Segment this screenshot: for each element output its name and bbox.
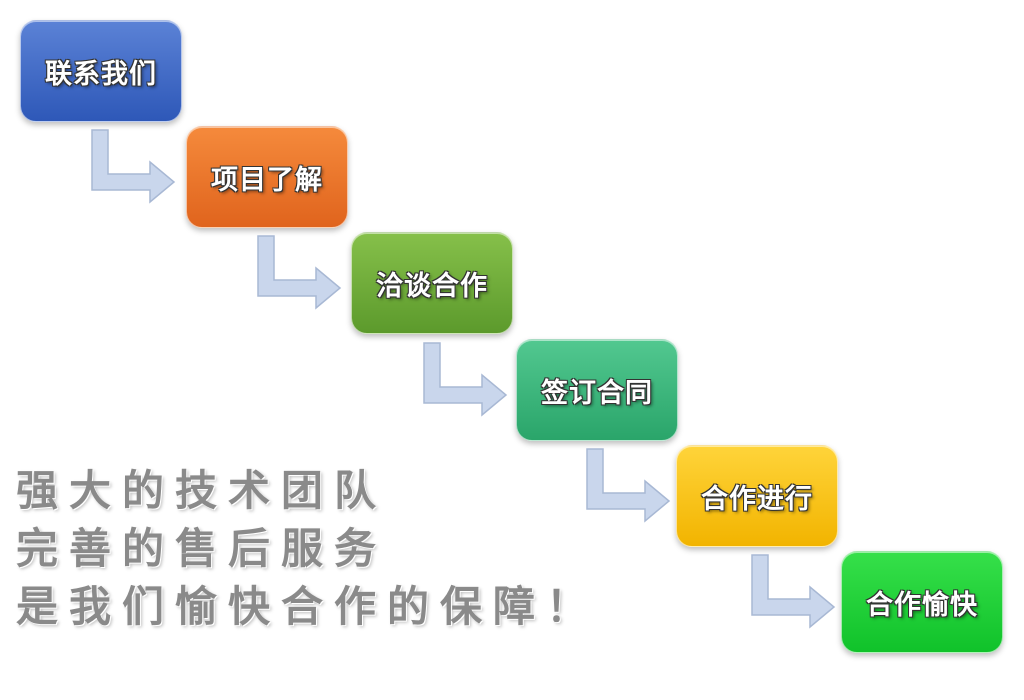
connector-arrow-icon — [257, 235, 342, 310]
step-project-understanding: 项目了解 — [186, 126, 348, 228]
slogan: 强大的技术团队 完善的售后服务 是我们愉快合作的保障！ — [16, 462, 599, 636]
connector-arrow-icon — [751, 554, 836, 629]
step-sign-contract: 签订合同 — [516, 339, 678, 441]
step-label: 洽谈合作 — [376, 270, 488, 302]
step-label: 合作愉快 — [866, 589, 978, 621]
connector-arrow-icon — [423, 342, 508, 417]
step-label: 联系我们 — [45, 58, 157, 90]
step-negotiation: 洽谈合作 — [351, 232, 513, 334]
slogan-line: 是我们愉快合作的保障！ — [16, 582, 600, 631]
step-contact-us: 联系我们 — [20, 20, 182, 122]
slogan-line: 强大的技术团队 — [16, 466, 388, 515]
step-label: 项目了解 — [211, 164, 323, 196]
step-cooperation-in-progress: 合作进行 — [676, 445, 838, 547]
connector-arrow-icon — [586, 448, 671, 523]
slogan-line: 完善的售后服务 — [16, 524, 388, 573]
connector-arrow-icon — [91, 129, 176, 204]
step-label: 合作进行 — [701, 483, 813, 515]
step-happy-cooperation: 合作愉快 — [841, 551, 1003, 653]
step-label: 签订合同 — [541, 377, 653, 409]
